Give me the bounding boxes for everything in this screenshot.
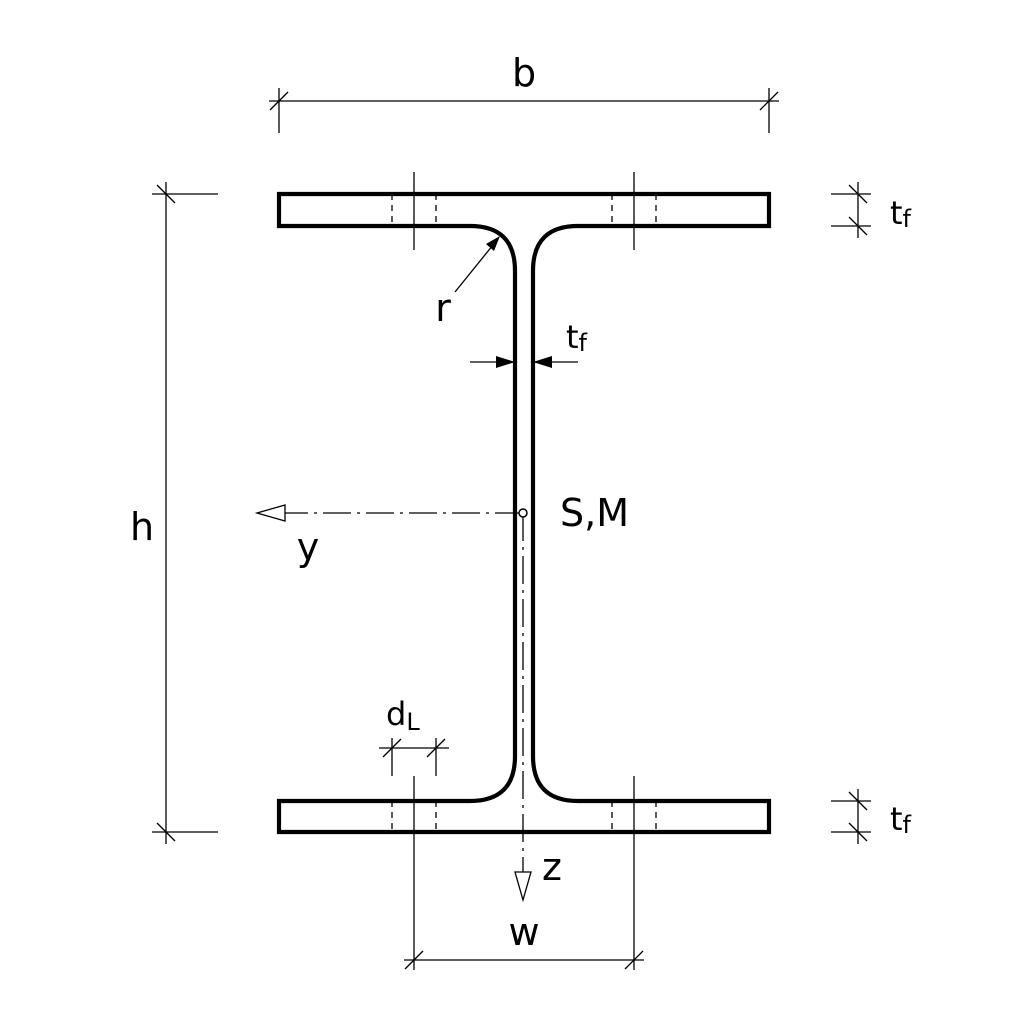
label-tf-top: tf [890,194,912,233]
label-b: b [512,51,536,95]
y-axis: y [254,504,523,569]
dimension-h: h [130,182,218,844]
dimension-tf-top: tf [831,182,912,238]
label-tf-bottom: tf [890,800,912,839]
dimension-tf-bottom: tf [831,789,912,844]
label-web-thickness: tf [566,318,588,357]
centroid-marker [518,508,528,518]
label-centroid: S,M [560,491,629,535]
bolt-holes [391,194,657,832]
label-y: y [297,525,320,569]
label-h: h [130,505,154,549]
hole-centerlines [413,172,635,970]
dimension-b: b [269,51,779,133]
z-axis: z [514,513,562,903]
dimension-dl: dL [379,695,449,776]
dimension-w: w [404,910,644,970]
radius-leader: r [435,236,500,330]
label-r: r [435,286,451,330]
label-w: w [508,910,539,954]
label-z: z [542,845,562,889]
dimension-web-thickness: tf [470,318,588,368]
label-dl: dL [386,695,420,736]
